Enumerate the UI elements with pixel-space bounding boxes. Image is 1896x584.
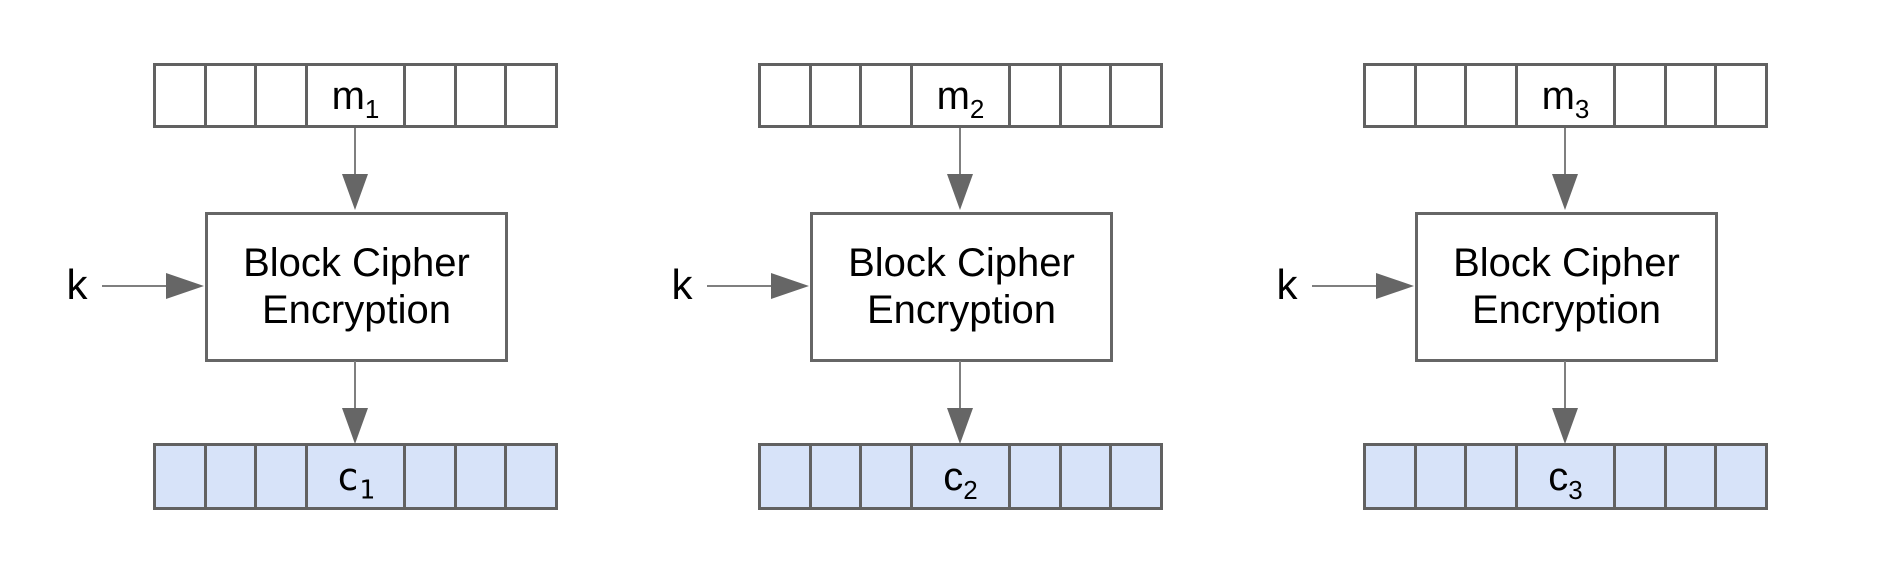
key-label: k	[671, 261, 693, 308]
bit-cell	[761, 66, 812, 125]
bit-cell	[1366, 66, 1417, 125]
arrow-down-icon	[1552, 408, 1578, 444]
bit-cell	[1062, 66, 1113, 125]
plaintext-label-cell: m3	[1518, 66, 1617, 125]
bit-cell	[207, 446, 258, 507]
key-label: k	[1276, 261, 1298, 308]
bit-cell	[257, 446, 308, 507]
bit-cell	[507, 66, 555, 125]
arrow-down-icon	[947, 174, 973, 210]
cipher-box-label-line2: Encryption	[867, 288, 1056, 332]
bit-cell	[862, 446, 913, 507]
encryption-unit-1: m1 Block Cipher Encryption k c1	[0, 0, 605, 584]
ciphertext-label-subscript: 2	[963, 474, 978, 505]
bit-cell	[457, 66, 508, 125]
bit-cell	[1112, 446, 1160, 507]
bit-cell	[257, 66, 308, 125]
bit-cell	[507, 446, 555, 507]
bit-cell	[457, 446, 508, 507]
bit-cell	[812, 66, 863, 125]
bit-cell	[1717, 446, 1765, 507]
bit-cell	[406, 66, 457, 125]
bit-cell	[1467, 66, 1518, 125]
bit-cell	[406, 446, 457, 507]
ciphertext-block-row: c1	[153, 443, 558, 510]
ciphertext-label-cell: c3	[1518, 446, 1617, 507]
arrow-right-icon	[1376, 273, 1414, 299]
key-label: k	[66, 261, 88, 308]
plaintext-label-subscript: 2	[969, 93, 985, 124]
ciphertext-label: c3	[1548, 454, 1582, 503]
ciphertext-label-cell: c2	[913, 446, 1012, 507]
plaintext-label-cell: m1	[308, 66, 407, 125]
encryption-unit-2: m2 Block Cipher Encryption k c2	[605, 0, 1210, 584]
ciphertext-label-cell: c1	[308, 446, 407, 507]
plaintext-label: m1	[331, 73, 380, 122]
block-cipher-encryption-box: Block Cipher Encryption	[205, 212, 508, 362]
ciphertext-label-base: c	[1548, 454, 1569, 499]
key-arrow-shaft	[102, 285, 166, 287]
plaintext-block-row: m3	[1363, 63, 1768, 128]
key-arrow-shaft	[707, 285, 771, 287]
bit-cell	[1667, 66, 1718, 125]
ciphertext-label-base: c	[336, 454, 360, 499]
cipher-box-label-line1: Block Cipher	[848, 241, 1075, 285]
plaintext-label-base: m	[1541, 73, 1575, 118]
bit-cell	[207, 66, 258, 125]
plaintext-label-cell: m2	[913, 66, 1012, 125]
bit-cell	[156, 66, 207, 125]
bit-cell	[1011, 66, 1062, 125]
encryption-unit-3: m3 Block Cipher Encryption k c3	[1210, 0, 1815, 584]
bit-cell	[1616, 66, 1667, 125]
arrow-down-icon	[342, 408, 368, 444]
block-cipher-encryption-box: Block Cipher Encryption	[1415, 212, 1718, 362]
message-arrow-shaft	[1564, 128, 1566, 175]
bit-cell	[761, 446, 812, 507]
output-arrow-shaft	[354, 361, 356, 409]
bit-cell	[1616, 446, 1667, 507]
bit-cell	[1417, 66, 1468, 125]
ciphertext-block-row: c2	[758, 443, 1163, 510]
bit-cell	[1011, 446, 1062, 507]
cipher-box-label-line2: Encryption	[262, 288, 451, 332]
bit-cell	[1062, 446, 1113, 507]
output-arrow-shaft	[959, 361, 961, 409]
arrow-right-icon	[771, 273, 809, 299]
message-arrow-shaft	[354, 128, 356, 175]
ciphertext-label: c1	[336, 454, 375, 504]
cipher-box-label-line1: Block Cipher	[1453, 241, 1680, 285]
cipher-box-label-line1: Block Cipher	[243, 241, 470, 285]
plaintext-label-base: m	[331, 73, 365, 118]
plaintext-label: m3	[1541, 73, 1590, 122]
block-cipher-encryption-box: Block Cipher Encryption	[810, 212, 1113, 362]
ciphertext-label-base: c	[943, 454, 964, 499]
arrow-right-icon	[166, 273, 204, 299]
bit-cell	[812, 446, 863, 507]
plaintext-label-base: m	[936, 73, 970, 118]
ciphertext-label-subscript: 1	[359, 475, 375, 506]
output-arrow-shaft	[1564, 361, 1566, 409]
plaintext-block-row: m2	[758, 63, 1163, 128]
plaintext-label: m2	[936, 73, 985, 122]
bit-cell	[862, 66, 913, 125]
arrow-down-icon	[342, 174, 368, 210]
bit-cell	[1667, 446, 1718, 507]
cipher-box-label-line2: Encryption	[1472, 288, 1661, 332]
bit-cell	[1417, 446, 1468, 507]
bit-cell	[1366, 446, 1417, 507]
bit-cell	[1717, 66, 1765, 125]
bit-cell	[156, 446, 207, 507]
bit-cell	[1112, 66, 1160, 125]
ciphertext-block-row: c3	[1363, 443, 1768, 510]
key-arrow-shaft	[1312, 285, 1376, 287]
plaintext-label-subscript: 3	[1574, 93, 1590, 124]
ciphertext-label: c2	[943, 454, 977, 503]
ciphertext-label-subscript: 3	[1568, 474, 1583, 505]
bit-cell	[1467, 446, 1518, 507]
arrow-down-icon	[947, 408, 973, 444]
plaintext-block-row: m1	[153, 63, 558, 128]
plaintext-label-subscript: 1	[364, 93, 380, 124]
arrow-down-icon	[1552, 174, 1578, 210]
message-arrow-shaft	[959, 128, 961, 175]
